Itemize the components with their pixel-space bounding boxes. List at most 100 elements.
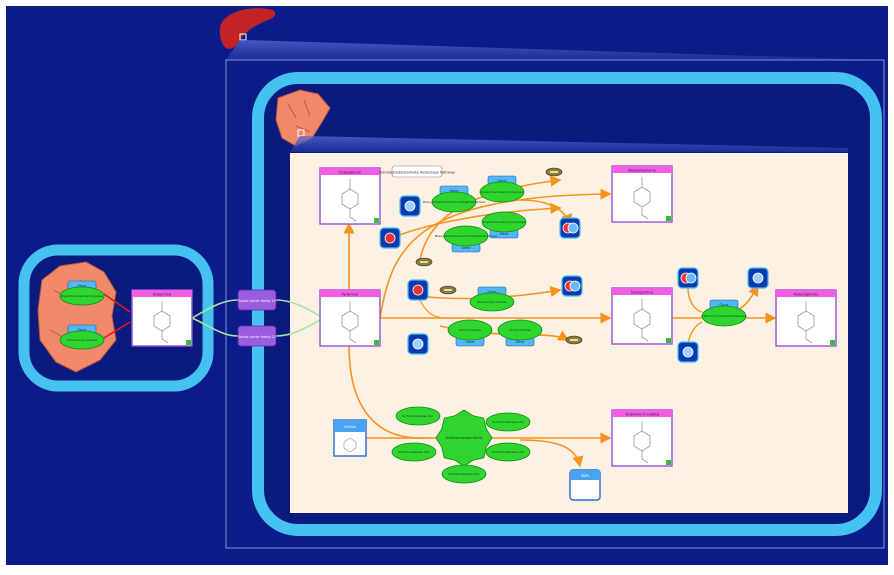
- ion-icon-mid-2[interactable]: [561, 275, 583, 297]
- ion-icon-mid-3[interactable]: [407, 333, 429, 355]
- metabolite-top-right[interactable]: Norepinephrine: [611, 165, 673, 223]
- metabolite-center-label: Tyramine: [341, 292, 359, 296]
- enzyme-mid-b-label: Amine oxidase: [459, 328, 481, 332]
- metabolite-mid-right-label: Epinephrine: [631, 290, 653, 294]
- metabolite-top-right-check-icon: [666, 216, 671, 221]
- enzyme-mid-b-badge-label: Gene: [466, 340, 475, 344]
- metabolite-bottom-right[interactable]: Tyramine O-sulfate: [611, 409, 673, 467]
- metabolite-center[interactable]: Tyramine: [319, 289, 381, 347]
- cofactor-icon-2: [415, 257, 433, 267]
- enzyme-cluster-tr[interactable]: Sulfotransferase 1A3: [485, 412, 531, 432]
- edges: [103, 175, 777, 468]
- edge-left-to-transporter-bottom: [191, 317, 239, 337]
- metabolite-left-structure: [153, 301, 171, 344]
- enzyme-top-d-label: Phenylethanolamine N-methyltransferase: [435, 234, 498, 238]
- edge-mid-ion: [419, 299, 461, 319]
- metabolite-bottom-right-check-icon: [666, 460, 671, 465]
- enzyme-mid-a-label: Monoamine oxidase: [477, 300, 507, 304]
- enzyme-mid-c[interactable]: Gene Amine oxidase: [497, 319, 543, 347]
- ion-icon-top-3[interactable]: [559, 217, 581, 239]
- cofactor-icon-4: [565, 335, 583, 345]
- metabolite-mid-right-structure: [633, 299, 651, 342]
- transporter-label: Solute carrier family 22: [238, 335, 275, 339]
- metabolite-mid-right[interactable]: Epinephrine: [611, 287, 673, 345]
- enzyme-cluster-l[interactable]: Sulfotransferase 1A2: [391, 442, 437, 462]
- transporter-label: Solute carrier family 18: [238, 299, 275, 303]
- enzyme-top-a-label: Dopamine beta-hydroxylase: [481, 190, 523, 194]
- cofactor-icon-3: [439, 285, 457, 295]
- enzyme-mid-c-label: Amine oxidase: [509, 328, 531, 332]
- edge-transporter-top-to-center: [275, 299, 321, 317]
- ion-icon-top-1[interactable]: [399, 195, 421, 217]
- enzyme-mid-c-badge-label: Gene: [516, 340, 525, 344]
- enzyme-mid-b[interactable]: Gene Amine oxidase: [447, 319, 493, 347]
- ion-icon-right-3[interactable]: [747, 267, 769, 289]
- metabolite-far-right-label: Metanephrine: [794, 292, 820, 296]
- metabolite-top-label: Octopamine: [339, 170, 362, 174]
- metabolite-top-structure: [341, 179, 359, 222]
- enzyme-top-c-badge-label: Gene: [500, 232, 509, 236]
- metabolite-top[interactable]: Octopamine: [319, 167, 381, 225]
- compound-sulfate[interactable]: Sulfate: [333, 419, 367, 457]
- enzyme-top-c-label: Dopamine beta-hydroxylase: [483, 220, 525, 224]
- enzyme-left-bottom-badge-label: Gene: [78, 328, 87, 332]
- ion-icon-mid-1[interactable]: [407, 279, 429, 301]
- enzyme-cluster-b[interactable]: Sulfotransferase 2A1: [441, 464, 487, 484]
- enzyme-right-a-badge-label: Gene: [720, 303, 729, 307]
- enzyme-cluster-tr-label: Sulfotransferase 1A3: [492, 420, 524, 424]
- zoom-wedge-liver: [226, 40, 884, 60]
- metabolite-far-right[interactable]: Metanephrine: [775, 289, 837, 347]
- edge-transporter-bottom-to-center: [275, 319, 321, 337]
- metabolite-bottom-right-structure: [633, 421, 651, 464]
- cofactor-icon-1: [545, 167, 563, 177]
- compound-paps[interactable]: PAPS: [569, 469, 601, 501]
- enzyme-cluster-center[interactable]: Sulfotransferase family: [435, 409, 493, 467]
- edge-top-branch-2: [391, 202, 562, 239]
- enzyme-right-a-label: Catechol O-methyltransferase: [701, 314, 746, 318]
- metabolite-top-right-label: Norepinephrine: [628, 168, 657, 172]
- enzyme-mid-a-badge-label: Gene: [488, 290, 497, 294]
- ion-icon-right-1[interactable]: [677, 267, 699, 289]
- enzyme-top-c[interactable]: Gene Dopamine beta-hydroxylase: [481, 211, 527, 239]
- ion-icon-top-2[interactable]: [379, 227, 401, 249]
- edge-cluster-to-paps: [519, 439, 584, 468]
- compound-paps-label: PAPS: [581, 474, 589, 478]
- metabolite-left-label: Dopamine: [153, 292, 172, 296]
- metabolite-left-check-icon: [186, 340, 191, 345]
- transporter-top[interactable]: Solute carrier family 18: [237, 289, 277, 311]
- enzyme-cluster-r-label: Sulfotransferase 1C4: [492, 450, 524, 454]
- edge-right-ion-top: [687, 287, 703, 313]
- enzyme-top-b-label: Phenylethanolamine N-methyltransferase: [423, 200, 486, 204]
- metabolite-center-check-icon: [374, 340, 379, 345]
- title-text: Tetrahydrodipicolinate Reductase Pathway: [378, 171, 456, 175]
- enzyme-cluster-l-label: Sulfotransferase 1A2: [398, 450, 430, 454]
- metabolite-bottom-right-label: Tyramine O-sulfate: [624, 412, 660, 416]
- liver-tissue-icon: [275, 89, 331, 147]
- transporter-bottom[interactable]: Solute carrier family 22: [237, 325, 277, 347]
- title-box: Tetrahydrodipicolinate Reductase Pathway: [378, 165, 456, 178]
- enzyme-cluster-b-label: Sulfotransferase 2A1: [448, 472, 480, 476]
- enzyme-cluster-tl[interactable]: Sulfotransferase 1A1: [395, 406, 441, 426]
- metabolite-top-right-structure: [633, 177, 651, 220]
- enzyme-left-top-label: Dopamine beta-hydroxylase: [61, 294, 103, 298]
- metabolite-mid-right-check-icon: [666, 338, 671, 343]
- metabolite-center-structure: [341, 301, 359, 344]
- edge-left-red-bottom: [103, 321, 131, 339]
- edge-left-to-transporter-top: [191, 299, 239, 319]
- zoom-frame: [225, 59, 885, 549]
- metabolite-left[interactable]: Dopamine: [131, 289, 193, 347]
- metabolite-top-check-icon: [374, 218, 379, 223]
- enzyme-left-top-badge-label: Gene: [78, 284, 87, 288]
- ion-icon-right-2[interactable]: [677, 341, 699, 363]
- enzyme-cluster-r[interactable]: Sulfotransferase 1C4: [485, 442, 531, 462]
